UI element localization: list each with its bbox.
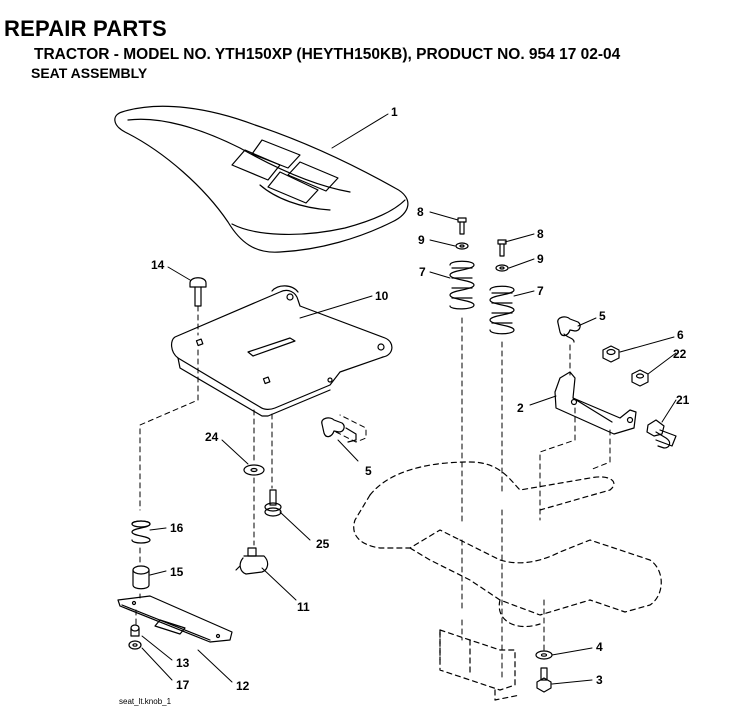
callout-9-right: 9 [537,252,544,266]
figure-reference: seat_lt.knob_1 [119,697,172,706]
page-title: REPAIR PARTS [4,16,167,41]
callout-8-left: 8 [417,205,424,219]
callout-17: 17 [176,678,190,692]
callout-25: 25 [316,537,330,551]
shoulder-bolt-part [646,419,677,449]
washer-part-24 [243,464,265,476]
spring-stack-right [489,239,515,335]
slide-plate-part [117,595,233,643]
carriage-bolt-part [189,277,207,307]
callout-12: 12 [236,679,250,693]
bracket-part [554,371,637,435]
nut-part-22 [631,369,649,387]
tractor-frame-outline [353,461,662,701]
clip-part-upper [557,316,581,343]
model-subtitle: TRACTOR - MODEL NO. YTH150XP (HEYTH150KB… [34,46,621,63]
callout-2: 2 [517,401,524,415]
callout-16: 16 [170,521,184,535]
callout-13: 13 [176,656,190,670]
spring-part-16 [131,520,151,544]
callout-3: 3 [596,673,603,687]
callout-8-right: 8 [537,227,544,241]
callout-22: 22 [673,347,687,361]
washer-part-17 [128,640,142,650]
bolt-part-25 [264,489,282,517]
callout-21: 21 [676,393,690,407]
assembly-guide-lines [135,305,611,681]
spring-stack-left [449,217,475,310]
seat-pan-part [171,285,393,417]
callout-24: 24 [205,430,219,444]
callout-9-left: 9 [418,233,425,247]
callout-leader-lines [141,113,677,685]
clip-part-lower [321,417,357,443]
callout-labels: 1 10 14 8 9 7 8 9 7 5 6 22 2 21 5 24 25 … [151,105,690,693]
nut-part-13 [130,624,140,637]
callout-7-right: 7 [537,284,544,298]
callout-5-lower: 5 [365,464,372,478]
section-title: SEAT ASSEMBLY [31,65,148,81]
bolt-part-3 [536,667,552,693]
spacer-part-15 [132,565,150,590]
callout-1: 1 [391,105,398,119]
callout-15: 15 [170,565,184,579]
callout-4: 4 [596,640,603,654]
knob-part [235,547,269,575]
callout-7-left: 7 [419,265,426,279]
callout-14: 14 [151,258,165,272]
seat-part [114,105,409,253]
washer-part-4 [535,650,553,660]
nut-part-6 [602,345,620,363]
callout-5-upper: 5 [599,309,606,323]
callout-10: 10 [375,289,389,303]
callout-11: 11 [297,600,310,614]
callout-6: 6 [677,328,684,342]
